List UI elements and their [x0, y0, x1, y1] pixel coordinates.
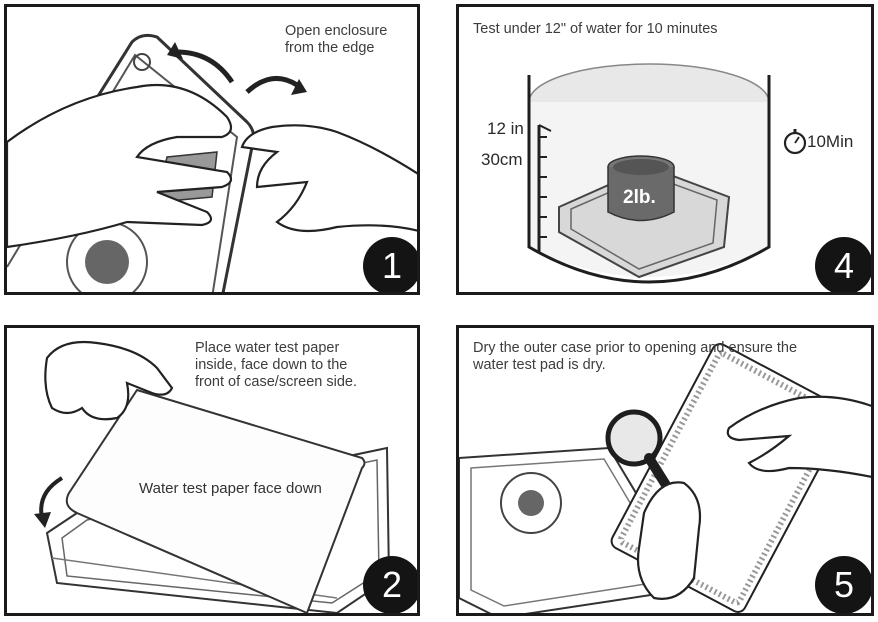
step-1-badge: 1: [363, 237, 417, 292]
weight-label: 2lb.: [623, 187, 656, 208]
paper-label: Water test paper face down: [139, 480, 322, 497]
step-1-caption: Open enclosure from the edge: [285, 23, 388, 56]
timer-label: 10Min: [807, 132, 854, 151]
water-test-illustration: [527, 63, 807, 284]
dry-case-illustration: [459, 343, 871, 613]
step-2-caption: Place water test paper inside, face down…: [195, 340, 357, 390]
step-5-badge: 5: [815, 556, 871, 613]
step-4-badge: 4: [815, 237, 871, 292]
panel-step-1: Open enclosure from the edge 1: [4, 4, 420, 295]
depth-cm-label: 30cm: [481, 150, 523, 169]
step-5-caption: Dry the outer case prior to opening and …: [473, 340, 798, 373]
panel-step-2: Place water test paper inside, face down…: [4, 325, 420, 616]
step-4-caption: Test under 12" of water for 10 minutes: [473, 21, 718, 37]
depth-inches-label: 12 in: [487, 119, 524, 138]
panel-step-5: Dry the outer case prior to opening and …: [456, 325, 874, 616]
step-2-badge: 2: [363, 556, 417, 613]
panel-step-4: Test under 12" of water for 10 minutes 1…: [456, 4, 874, 295]
open-enclosure-illustration: [7, 33, 417, 292]
test-paper-illustration: [34, 340, 391, 613]
